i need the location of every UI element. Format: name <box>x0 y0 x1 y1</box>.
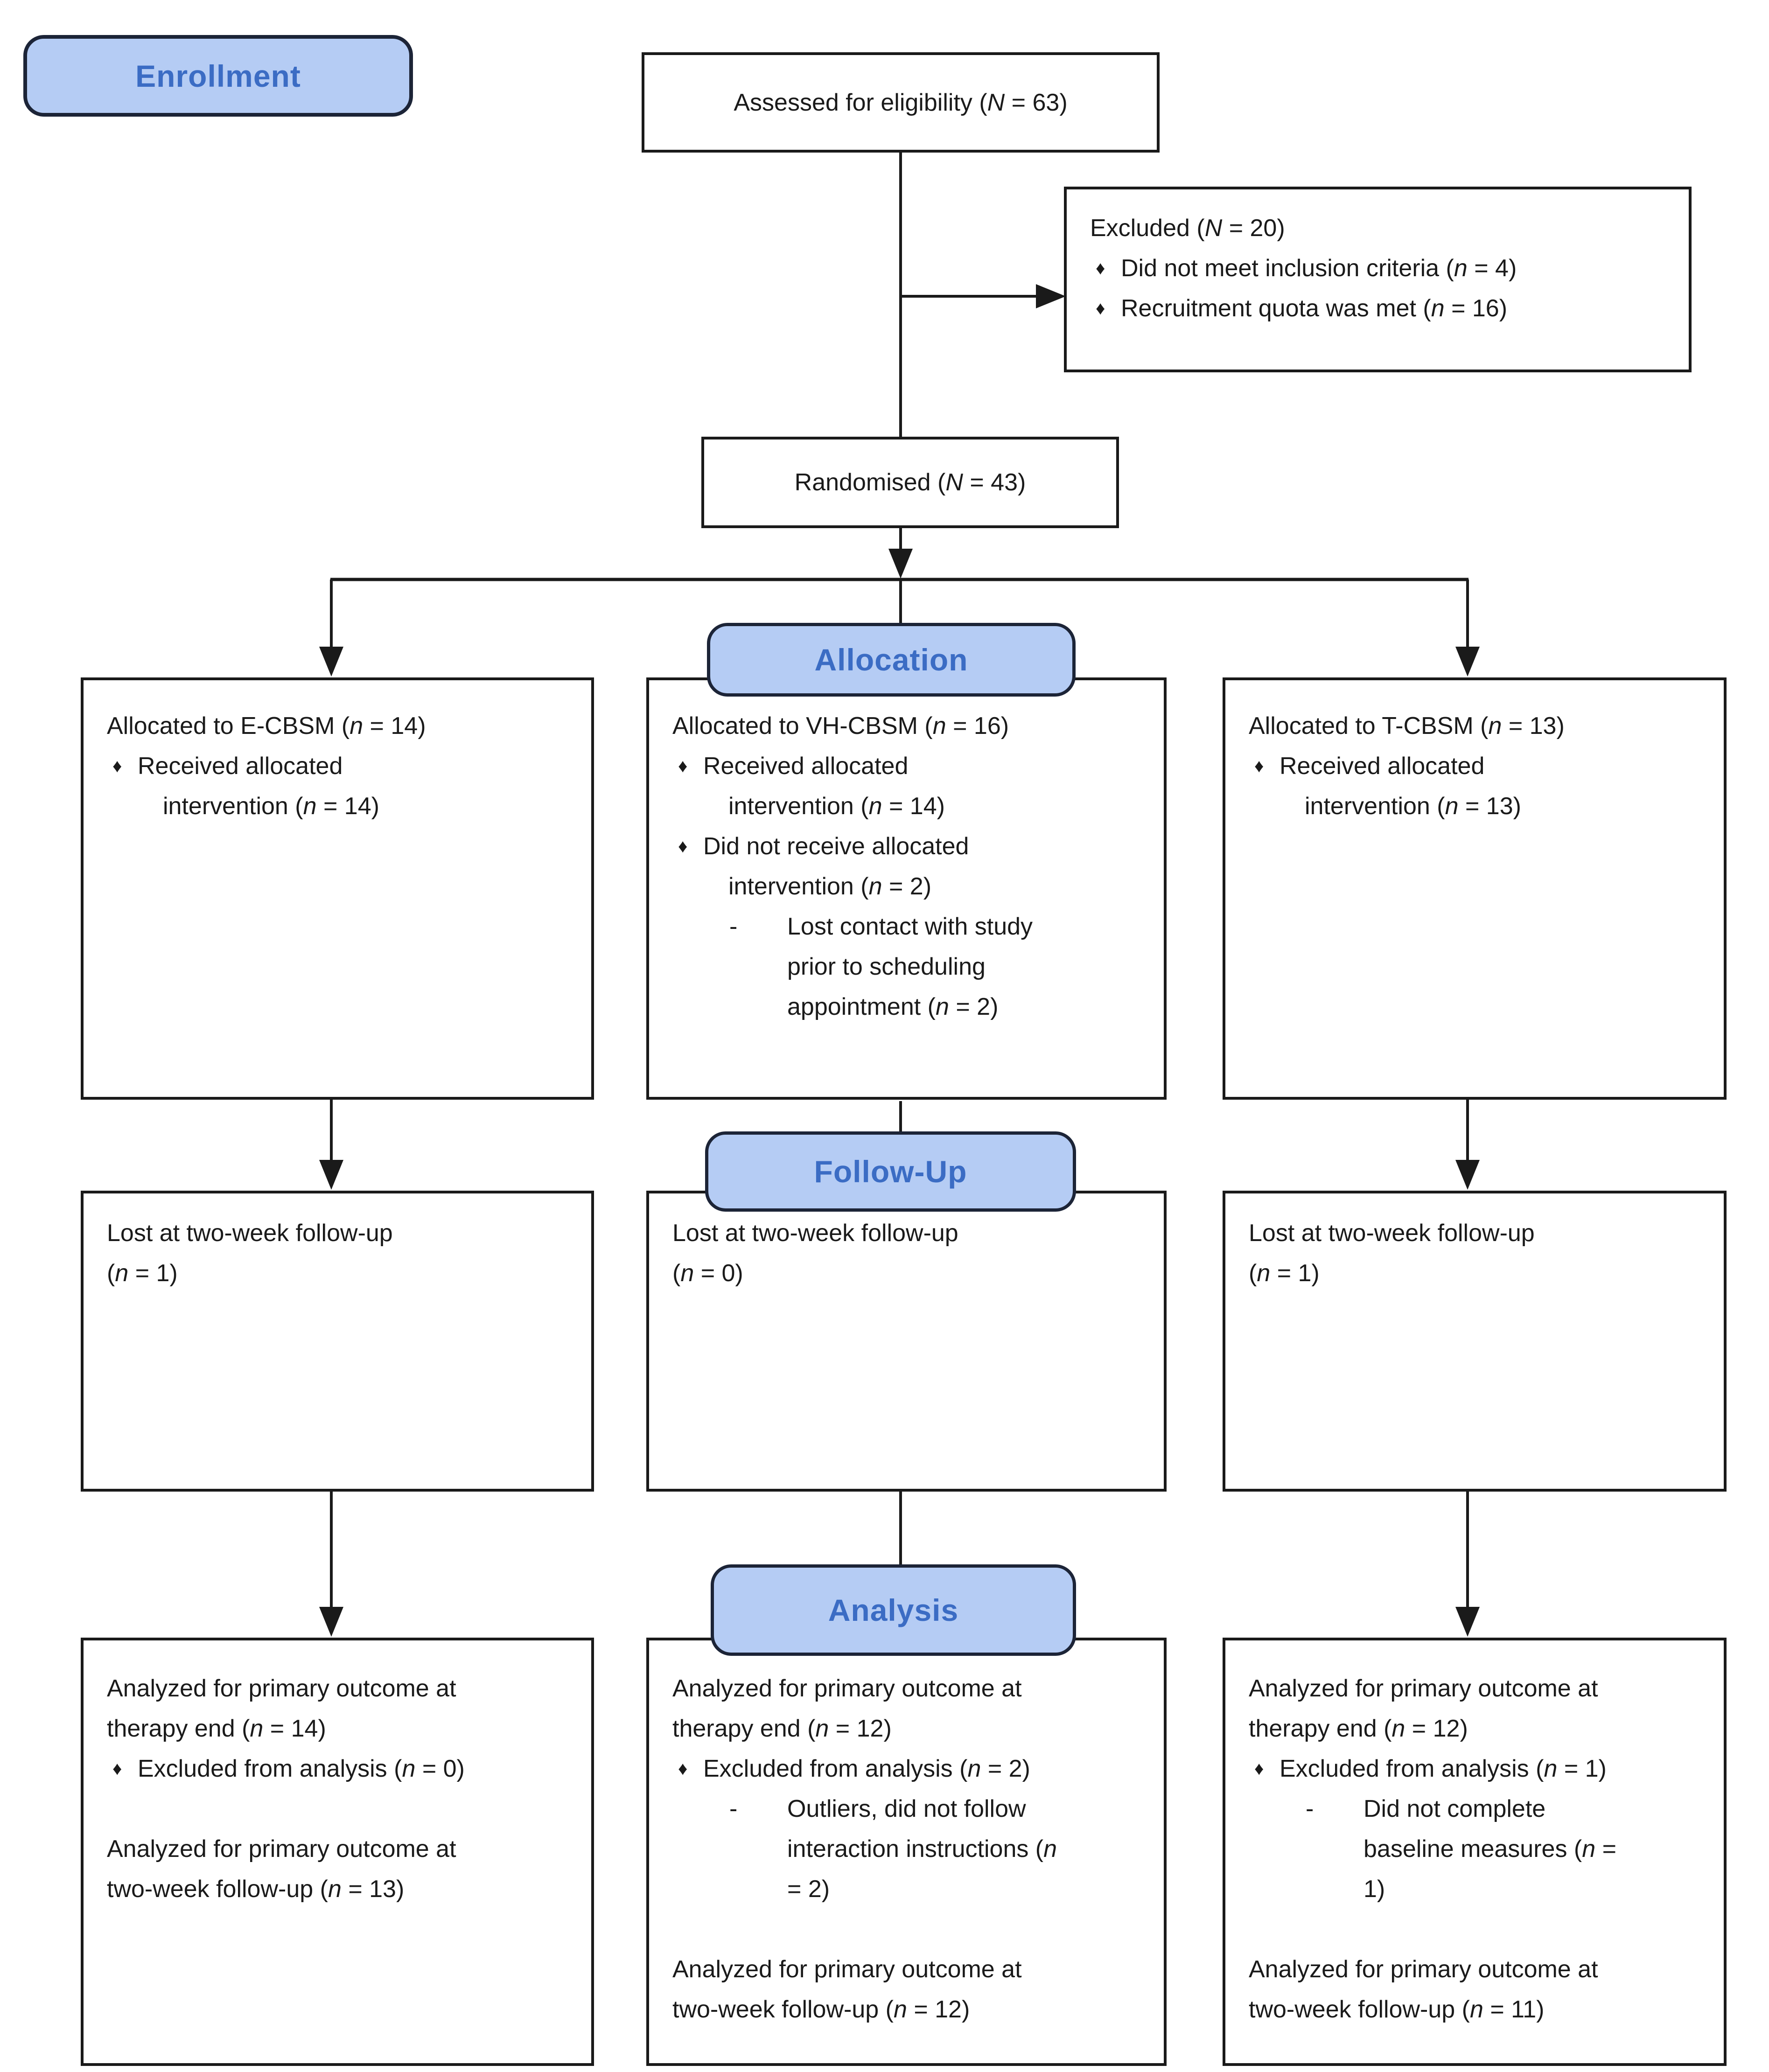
text-line: two-week follow-up (n = 11) <box>1249 1996 1545 2023</box>
follow-up-box-vh-cbsm: Lost at two-week follow-up (n = 0) <box>646 1191 1167 1492</box>
dash-marker-icon: - <box>729 1795 738 1822</box>
arrowhead-into-an-left <box>319 1607 343 1637</box>
bullet-marker-icon: ♦ <box>1096 298 1105 319</box>
randomised-text: Randomised (N = 43) <box>794 469 1026 496</box>
text-line: therapy end (n = 12) <box>672 1715 892 1742</box>
text-line: Analyzed for primary outcome at <box>107 1675 456 1702</box>
arrowhead-into-an-right <box>1455 1607 1480 1637</box>
analysis-vh-cbsm-text: Analyzed for primary outcome at therapy e… <box>649 1640 1164 2063</box>
text-line: Lost at two-week follow-up <box>1249 1220 1535 1247</box>
text-line: appointment (n = 2) <box>787 993 999 1020</box>
text-line: therapy end (n = 12) <box>1249 1715 1468 1742</box>
arrowhead-into-fu-right <box>1455 1160 1480 1190</box>
text-line: baseline measures (n = <box>1363 1835 1616 1863</box>
stage-label-allocation: Allocation <box>707 623 1076 697</box>
blank-line <box>84 1789 582 1829</box>
blank-line <box>1225 1909 1714 1949</box>
follow-up-e-cbsm-text: Lost at two-week follow-up (n = 1) <box>84 1193 591 1489</box>
text-line: Allocated to VH-CBSM (n = 16) <box>672 712 1009 740</box>
bullet-marker-icon: ♦ <box>112 1758 122 1779</box>
follow-up-box-t-cbsm: Lost at two-week follow-up (n = 1) <box>1223 1191 1727 1492</box>
allocation-box-e-cbsm: Allocated to E-CBSM (n = 14) ♦Received al… <box>81 677 594 1100</box>
bullet-marker-icon: ♦ <box>1096 258 1105 279</box>
bullet-marker-icon: ♦ <box>678 756 688 776</box>
arrowhead-into-alloc-right <box>1455 647 1480 677</box>
analysis-box-t-cbsm: Analyzed for primary outcome at therapy e… <box>1223 1638 1727 2066</box>
text-line: (n = 0) <box>672 1260 743 1287</box>
assessed-box: Assessed for eligibility (N = 63) <box>642 52 1160 153</box>
allocation-t-cbsm-text: Allocated to T-CBSM (n = 13) ♦Received al… <box>1225 680 1724 1097</box>
stage-label-enrollment: Enrollment <box>23 35 413 117</box>
arrowhead-into-alloc-left <box>319 647 343 677</box>
bullet-marker-icon: ♦ <box>678 1758 688 1779</box>
text-line: two-week follow-up (n = 12) <box>672 1996 970 2023</box>
excluded-text: Excluded (N = 20) ♦Did not meet inclusion… <box>1067 189 1689 370</box>
arrowhead-into-fu-left <box>319 1160 343 1190</box>
text-line: ♦Received allocated <box>1225 746 1714 786</box>
analysis-t-cbsm-text: Analyzed for primary outcome at therapy e… <box>1225 1640 1724 2063</box>
bullet-marker-icon: ♦ <box>678 836 688 857</box>
text-line: Lost at two-week follow-up <box>672 1220 958 1247</box>
text-line: Allocated to T-CBSM (n = 13) <box>1249 712 1565 740</box>
text-line: -Did not complete <box>1225 1789 1714 1829</box>
text-line: Allocated to E-CBSM (n = 14) <box>107 712 426 740</box>
stage-label-follow-up: Follow-Up <box>705 1131 1076 1212</box>
text-line: Analyzed for primary outcome at <box>672 1956 1022 1983</box>
text-line: -Lost contact with study <box>649 907 1154 947</box>
randomised-box: Randomised (N = 43) <box>701 437 1119 528</box>
text-line: ♦Received allocated <box>649 746 1154 786</box>
analysis-box-e-cbsm: Analyzed for primary outcome at therapy e… <box>81 1638 594 2066</box>
text-line: prior to scheduling <box>787 953 986 980</box>
text-line: 1) <box>1363 1876 1385 1903</box>
text-line: ♦Did not meet inclusion criteria (n = 4) <box>1067 248 1675 288</box>
text-line: -Outliers, did not follow <box>649 1789 1154 1829</box>
text-line: ♦Excluded from analysis (n = 0) <box>84 1749 582 1789</box>
text-line: ♦Received allocated <box>84 746 582 786</box>
allocation-e-cbsm-text: Allocated to E-CBSM (n = 14) ♦Received al… <box>84 680 591 1097</box>
blank-line <box>649 1909 1154 1949</box>
stage-label-analysis: Analysis <box>711 1564 1076 1656</box>
allocation-box-t-cbsm: Allocated to T-CBSM (n = 13) ♦Received al… <box>1223 677 1727 1100</box>
text-line: two-week follow-up (n = 13) <box>107 1876 405 1903</box>
assessed-text: Assessed for eligibility (N = 63) <box>734 89 1068 116</box>
text-line: Lost at two-week follow-up <box>107 1220 393 1247</box>
allocation-box-vh-cbsm: Allocated to VH-CBSM (n = 16) ♦Received a… <box>646 677 1167 1100</box>
allocation-vh-cbsm-text: Allocated to VH-CBSM (n = 16) ♦Received a… <box>649 680 1164 1097</box>
text-line: interaction instructions (n <box>787 1835 1057 1863</box>
text-line: Analyzed for primary outcome at <box>1249 1956 1598 1983</box>
text-line: intervention (n = 13) <box>1305 793 1521 820</box>
text-line: ♦Excluded from analysis (n = 2) <box>649 1749 1154 1789</box>
text-line: = 2) <box>787 1876 830 1903</box>
text-line: Analyzed for primary outcome at <box>1249 1675 1598 1702</box>
follow-up-box-e-cbsm: Lost at two-week follow-up (n = 1) <box>81 1191 594 1492</box>
text-line: ♦Did not receive allocated <box>649 826 1154 866</box>
text-line: (n = 1) <box>107 1260 178 1287</box>
text-line: Excluded (N = 20) <box>1090 215 1285 242</box>
text-line: intervention (n = 2) <box>728 873 932 900</box>
text-line: intervention (n = 14) <box>728 793 945 820</box>
dash-marker-icon: - <box>729 913 738 940</box>
text-line: ♦Recruitment quota was met (n = 16) <box>1067 288 1675 328</box>
follow-up-t-cbsm-text: Lost at two-week follow-up (n = 1) <box>1225 1193 1724 1489</box>
text-line: intervention (n = 14) <box>163 793 379 820</box>
follow-up-vh-cbsm-text: Lost at two-week follow-up (n = 0) <box>649 1193 1164 1489</box>
dash-marker-icon: - <box>1306 1795 1314 1822</box>
analysis-e-cbsm-text: Analyzed for primary outcome at therapy e… <box>84 1640 591 2063</box>
arrowhead-into-excluded <box>1036 284 1066 308</box>
arrowhead-into-split <box>888 549 913 579</box>
bullet-marker-icon: ♦ <box>1254 756 1264 776</box>
text-line: ♦Excluded from analysis (n = 1) <box>1225 1749 1714 1789</box>
bullet-marker-icon: ♦ <box>112 756 122 776</box>
analysis-box-vh-cbsm: Analyzed for primary outcome at therapy e… <box>646 1638 1167 2066</box>
text-line: Analyzed for primary outcome at <box>672 1675 1022 1702</box>
text-line: (n = 1) <box>1249 1260 1320 1287</box>
text-line: therapy end (n = 14) <box>107 1715 326 1742</box>
text-line: Analyzed for primary outcome at <box>107 1835 456 1863</box>
excluded-box: Excluded (N = 20) ♦Did not meet inclusion… <box>1064 187 1692 372</box>
bullet-marker-icon: ♦ <box>1254 1758 1264 1779</box>
